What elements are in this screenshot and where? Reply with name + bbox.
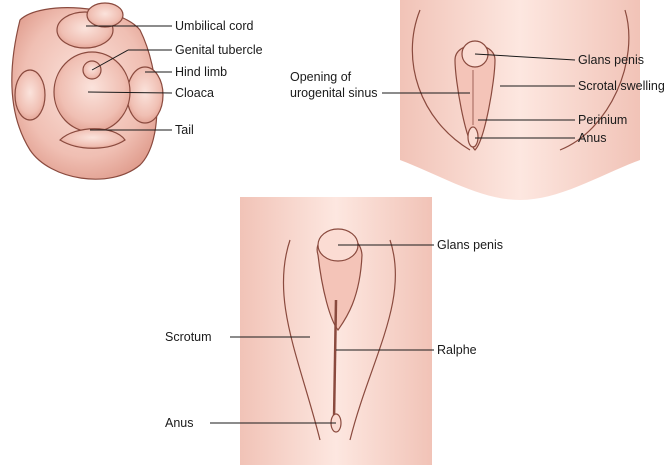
label-glans-penis-intermediate: Glans penis [578, 53, 645, 67]
label-genital-tubercle: Genital tubercle [175, 43, 263, 57]
label-anus-intermediate: Anus [578, 131, 607, 145]
intermediate-stage-illustration [400, 0, 640, 200]
leader-lines [86, 25, 576, 424]
label-scrotal-swelling: Scrotal swelling [578, 79, 665, 93]
label-tail: Tail [175, 123, 194, 137]
label-perinium: Perinium [578, 113, 628, 127]
label-umbilical-cord: Umbilical cord [175, 19, 254, 33]
label-ralphe: Ralphe [437, 343, 477, 357]
label-opening-line1: Opening of [290, 70, 352, 84]
label-hind-limb: Hind limb [175, 65, 228, 79]
label-cloaca: Cloaca [175, 86, 214, 100]
label-opening-line2: urogenital sinus [290, 86, 378, 100]
indifferent-stage-illustration [11, 2, 164, 180]
mature-stage-illustration [240, 197, 432, 465]
label-scrotum: Scrotum [165, 330, 212, 344]
label-anus-mature: Anus [165, 416, 194, 430]
label-glans-penis-mature: Glans penis [437, 238, 504, 252]
